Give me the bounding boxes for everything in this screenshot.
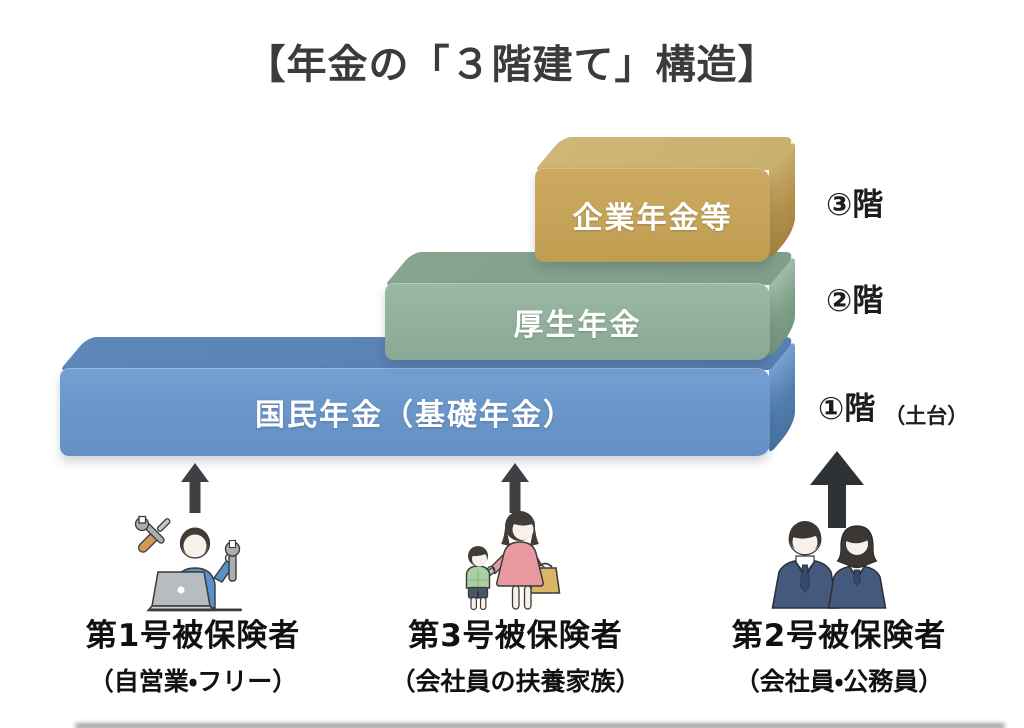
group-desc: （自営業・フリー） [88, 667, 298, 696]
group-name: 第2号被保険者 [731, 618, 947, 654]
up-arrow-icon [501, 463, 529, 513]
block-label-kosei: 厚生年金 [385, 283, 770, 360]
floor-label-3: ③階 [826, 187, 884, 223]
group-name: 第3号被保険者 [408, 618, 623, 654]
floor-label-2: ②階 [826, 283, 884, 319]
office-workers-icon [771, 521, 887, 609]
group-name: 第1号被保険者 [85, 618, 301, 654]
freelancer-icon [134, 515, 242, 612]
floor-label-1-note: （土台） [884, 404, 969, 428]
floor-label-1-text: ①階 [818, 391, 876, 427]
page-bottom-shadow [75, 723, 1005, 728]
block-kokumin-nenkin: 国民年金（基礎年金） [60, 337, 798, 456]
up-arrow-icon [181, 463, 209, 513]
block-kosei-nenkin: 厚生年金 [385, 252, 798, 360]
block-label-kokumin: 国民年金（基礎年金） [60, 368, 770, 456]
group-dai2go: 第2号被保険者 （会社員・公務員） [683, 610, 995, 698]
floor-label-1: ①階 （土台） [818, 383, 968, 428]
block-top-face [535, 137, 798, 170]
group-desc: （会社員の扶養家族） [390, 667, 641, 696]
parent-child-icon [465, 511, 561, 611]
group-dai3go: 第3号被保険者 （会社員の扶養家族） [358, 610, 673, 698]
group-dai1go: 第1号被保険者 （自営業・フリー） [28, 610, 358, 698]
group-desc: （会社員・公務員） [734, 667, 944, 696]
up-arrow-icon [810, 451, 864, 528]
block-label-kigyo: 企業年金等 [535, 168, 770, 262]
block-kigyo-nenkin: 企業年金等 [535, 137, 798, 262]
page-title: 【年金の「３階建て」構造】 [245, 42, 779, 88]
